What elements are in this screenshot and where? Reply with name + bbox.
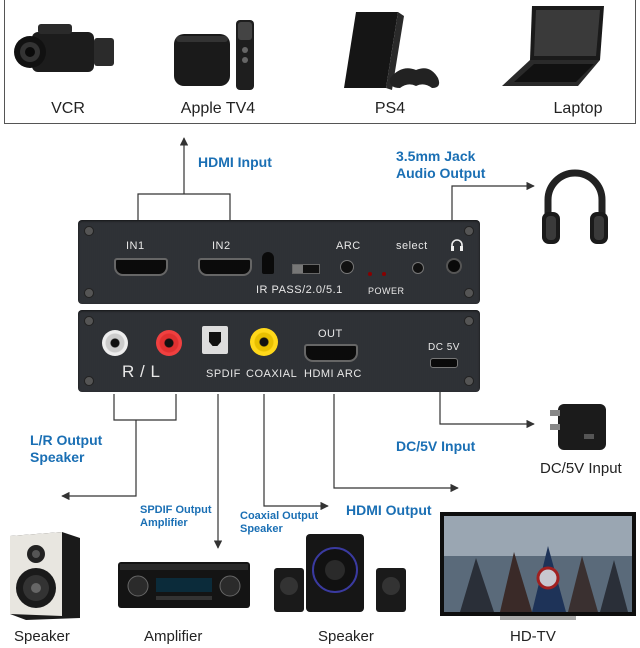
hdmi-out-port <box>304 344 358 362</box>
callout-lr-line2: Speaker <box>30 449 85 465</box>
source-label-apple-tv: Apple TV4 <box>180 100 256 117</box>
screw <box>464 376 474 386</box>
spdif-port <box>202 326 228 354</box>
hdmi-in2-port <box>198 258 252 276</box>
callout-jack-line2: Audio Output <box>396 165 486 181</box>
label-mode: IR PASS/2.0/5.1 <box>256 284 343 296</box>
callout-coax: Coaxial Output Speaker <box>240 510 318 536</box>
back-panel: R / L SPDIF COAXIAL OUT HDMI ARC DC 5V <box>78 310 480 392</box>
rca-left-port <box>156 330 182 356</box>
source-label-laptop: Laptop <box>553 100 603 117</box>
screw <box>84 288 94 298</box>
headphones-icon <box>540 162 610 257</box>
apple-tv-icon <box>172 18 272 99</box>
ps4-icon <box>336 8 446 99</box>
front-panel: IN1 IN2 ARC select IR PASS/2.0/5.1 POWER <box>78 220 480 304</box>
label-hdmi-arc: HDMI ARC <box>304 368 362 380</box>
callout-spdif: SPDIF Output Amplifier <box>140 504 212 530</box>
label-in1: IN1 <box>126 240 145 252</box>
callout-spdif-line1: SPDIF Output <box>140 504 212 516</box>
dc-line <box>439 382 535 429</box>
camcorder-icon <box>12 18 122 93</box>
screw <box>84 226 94 236</box>
callout-hdmi-output: HDMI Output <box>346 502 432 518</box>
label-spdif: SPDIF <box>206 368 241 380</box>
callout-lr: L/R Output Speaker <box>30 432 102 466</box>
hdmi-in1-port <box>114 258 168 276</box>
device-label-speaker-mid: Speaker <box>318 628 374 645</box>
label-arc: ARC <box>336 240 361 252</box>
label-in2: IN2 <box>212 240 231 252</box>
headphone-jack <box>446 258 462 274</box>
callout-coax-line2: Speaker <box>240 523 283 535</box>
jack-line <box>451 181 535 222</box>
arc-button[interactable] <box>340 260 354 274</box>
hdmi-output-line <box>333 394 459 493</box>
mode-switch[interactable] <box>292 264 320 274</box>
label-out: OUT <box>318 328 343 340</box>
callout-spdif-line2: Amplifier <box>140 517 188 529</box>
source-devices-box <box>4 0 636 124</box>
screw <box>464 226 474 236</box>
screw <box>464 288 474 298</box>
hdtv-icon <box>440 512 636 629</box>
callout-lr-line1: L/R Output <box>30 432 103 448</box>
hdmi-input-line <box>137 193 231 222</box>
dc-port <box>430 358 458 368</box>
speaker-icon <box>6 526 82 627</box>
select-button[interactable] <box>412 262 424 274</box>
led <box>382 272 386 276</box>
device-label-speaker-left: Speaker <box>14 628 70 645</box>
label-dc5v: DC 5V <box>428 342 460 353</box>
label-rl: R / L <box>122 362 161 381</box>
coaxial-port <box>250 328 278 356</box>
laptop-icon <box>500 4 610 95</box>
device-label-hdtv: HD-TV <box>510 628 556 645</box>
screw <box>84 376 94 386</box>
callout-jack: 3.5mm Jack Audio Output <box>396 148 485 182</box>
source-label-ps4: PS4 <box>374 100 406 117</box>
label-power: POWER <box>368 286 405 296</box>
device-label-adapter: DC/5V Input <box>540 460 622 477</box>
callout-dc-input: DC/5V Input <box>396 438 476 454</box>
ir-receiver <box>262 252 274 274</box>
callout-jack-line1: 3.5mm Jack <box>396 148 476 164</box>
lr-line <box>113 394 177 421</box>
callout-coax-line1: Coaxial Output <box>240 510 319 522</box>
power-adapter-icon <box>544 394 614 459</box>
amplifier-icon <box>116 556 252 617</box>
coax-line <box>263 394 329 511</box>
headphone-icon <box>450 238 464 257</box>
screw <box>464 316 474 326</box>
label-coaxial: COAXIAL <box>246 368 298 380</box>
speaker-set-icon <box>272 534 420 619</box>
callout-hdmi-input: HDMI Input <box>198 154 272 170</box>
led <box>368 272 372 276</box>
label-select: select <box>396 240 428 252</box>
lr-arrow <box>61 420 137 501</box>
device-label-amplifier: Amplifier <box>144 628 203 645</box>
source-label-vcr: VCR <box>51 100 85 117</box>
screw <box>84 316 94 326</box>
rca-right-port <box>102 330 128 356</box>
